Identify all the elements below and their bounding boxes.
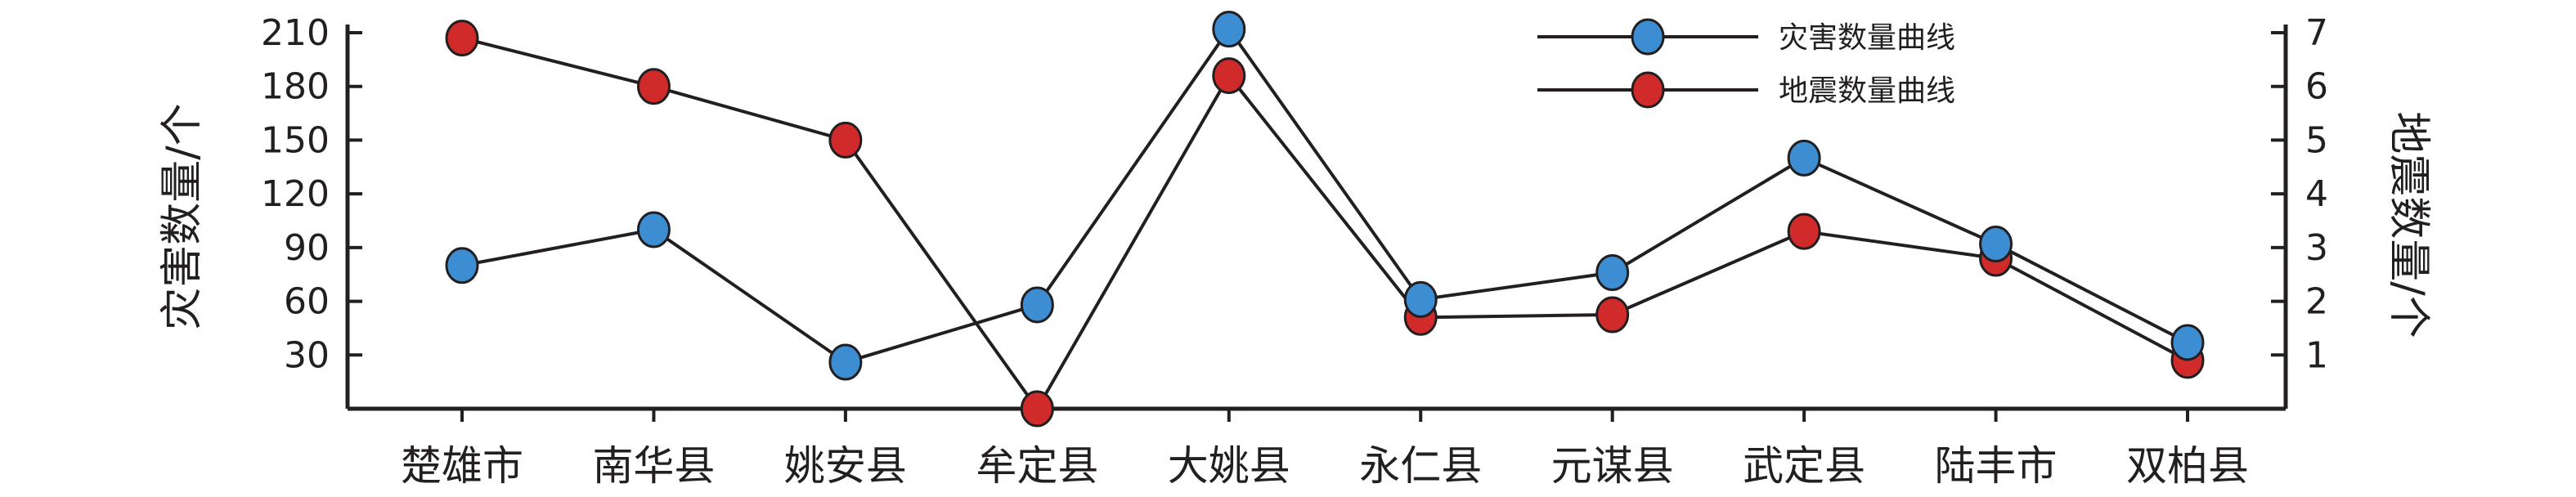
data-point [1212,57,1246,95]
data-point [2170,324,2205,361]
x-tick-label: 楚雄市 [401,442,523,490]
data-point [1212,11,1246,48]
data-point [1403,280,1438,318]
data-point [445,247,479,284]
data-point [1020,390,1054,428]
data-point [636,68,671,105]
x-tick-label: 元谋县 [1551,442,1674,490]
y-right-tick-label: 7 [2305,12,2328,54]
axes [345,25,2288,422]
y-right-tick-label: 5 [2305,119,2328,161]
x-tick-label: 牟定县 [976,442,1098,490]
y-right-tick-label: 2 [2305,281,2328,323]
data-point [1595,254,1630,292]
labels-layer: 30 60 90 120 150 180 210 1 2 3 4 5 6 7 楚雄市 南华县 姚安县 牟定县 大姚县… [158,12,2433,490]
legend-marker [1631,18,1665,56]
data-point [1979,225,2013,262]
x-tick-label: 南华县 [592,442,715,490]
series-line-earthquake [461,36,2188,412]
data-point [445,20,479,57]
x-tick-label: 大姚县 [1168,442,1290,490]
data-point [1020,286,1054,324]
data-point [1595,296,1630,334]
legend-label: 地震数量曲线 [1779,74,1955,108]
legend-marker [1631,71,1665,109]
x-tick-label: 姚安县 [784,442,907,490]
series-line-disaster [461,26,2188,365]
y-right-axis-title: 地震数量/个 [2384,111,2433,338]
y-right-tick-label: 3 [2305,227,2328,269]
y-right-tick-label: 6 [2305,66,2328,108]
data-point [828,121,863,159]
x-tick-label: 双柏县 [2126,442,2249,490]
data-point [636,211,671,248]
data-point [1787,139,1821,177]
data-point [828,343,863,381]
series-layer [445,11,2205,428]
y-left-tick-label: 180 [261,66,330,108]
y-left-axis-title: 灾害数量/个 [158,103,207,330]
x-tick-label: 武定县 [1743,442,1865,490]
y-left-tick-label: 90 [284,227,330,269]
y-left-tick-label: 150 [261,119,330,161]
y-left-tick-label: 30 [284,334,330,376]
data-point [1787,213,1821,250]
y-right-tick-label: 1 [2305,334,2328,376]
x-tick-label: 永仁县 [1359,442,1482,490]
y-right-tick-label: 4 [2305,173,2328,215]
y-left-tick-label: 210 [261,12,330,54]
legend-label: 灾害数量曲线 [1779,21,1955,55]
y-left-tick-label: 120 [261,173,330,215]
y-left-tick-label: 60 [284,281,330,323]
x-tick-label: 陆丰市 [1935,442,2058,490]
